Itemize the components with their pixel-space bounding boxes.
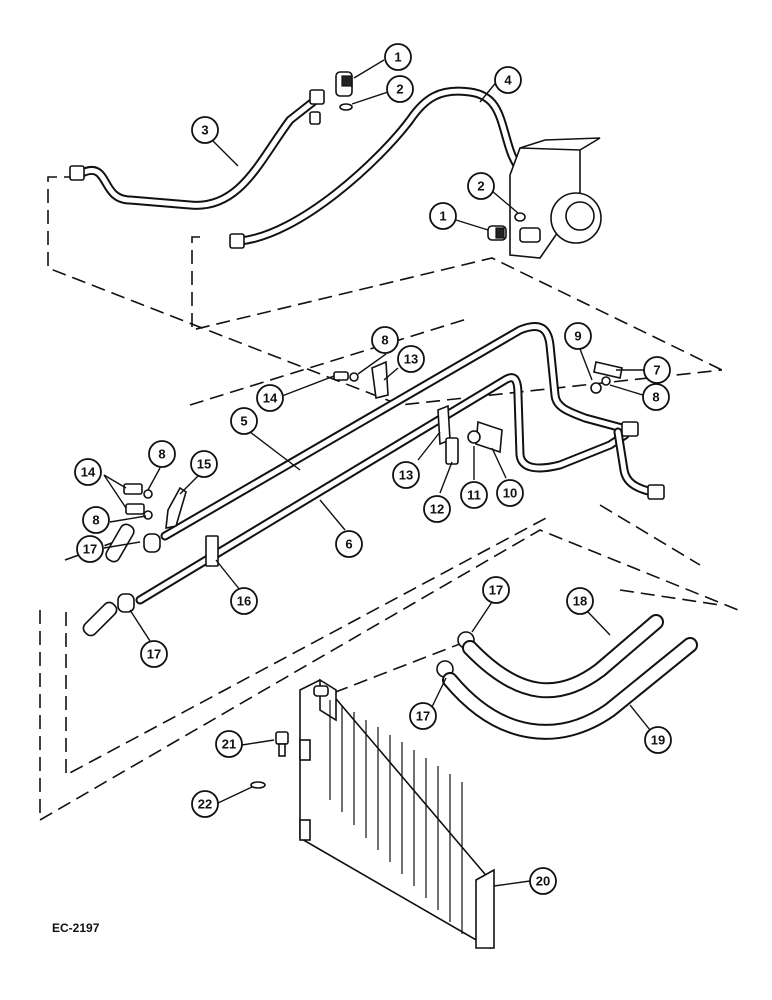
svg-text:6: 6 [345,537,352,552]
callout-22: 22 [191,790,219,818]
callout-4: 4 [494,66,522,94]
callout-13-lower: 13 [392,461,420,489]
callout-1-motor: 1 [429,202,457,230]
leader-lines [103,59,651,887]
svg-text:13: 13 [399,468,413,483]
pipe-3 [69,89,325,210]
pipe-right-elbow [613,421,665,500]
svg-text:17: 17 [489,583,503,598]
svg-text:9: 9 [574,329,581,344]
svg-text:7: 7 [653,363,660,378]
callout-8-left-lower: 8 [82,506,110,534]
callout-17-left-upper: 17 [76,535,104,563]
hydraulic-motor [509,137,602,259]
svg-text:8: 8 [381,333,388,348]
hose-18 [462,614,664,699]
svg-text:13: 13 [404,352,418,367]
svg-text:17: 17 [416,709,430,724]
svg-text:21: 21 [222,737,236,752]
callout-18: 18 [566,587,594,615]
pipe-6 [135,373,630,605]
svg-text:4: 4 [504,73,512,88]
svg-text:1: 1 [439,209,446,224]
middle-hardware [123,360,623,567]
svg-text:10: 10 [503,486,517,501]
callout-20: 20 [529,867,557,895]
upper-fittings [335,71,526,241]
svg-text:15: 15 [197,457,211,472]
callout-17-left-lower: 17 [140,640,168,668]
callout-15: 15 [190,450,218,478]
callout-5: 5 [230,407,258,435]
svg-text:12: 12 [430,502,444,517]
svg-text:8: 8 [652,390,659,405]
figure-code: EC-2197 [52,921,100,935]
svg-text:11: 11 [467,488,481,503]
callout-7: 7 [643,356,671,384]
svg-text:2: 2 [396,82,403,97]
svg-text:19: 19 [651,733,665,748]
svg-text:16: 16 [237,594,251,609]
svg-text:1: 1 [394,50,401,65]
svg-text:2: 2 [477,179,484,194]
svg-text:17: 17 [83,542,97,557]
assembly-guide-lines [39,176,739,822]
callout-12: 12 [423,495,451,523]
pipe-5 [160,322,627,541]
callout-6: 6 [335,530,363,558]
svg-text:8: 8 [158,447,165,462]
callout-3: 3 [191,116,219,144]
callout-16: 16 [230,587,258,615]
callout-8-right: 8 [642,383,670,411]
oil-cooler [299,678,495,950]
hose-19 [442,637,698,740]
pipe-4 [229,86,553,249]
svg-text:14: 14 [263,391,278,406]
callout-13-mid: 13 [397,345,425,373]
svg-text:18: 18 [573,594,587,609]
callout-14-mid: 14 [256,384,284,412]
callout-2-motor: 2 [467,172,495,200]
svg-text:22: 22 [198,797,212,812]
svg-text:20: 20 [536,874,550,889]
callout-1-upper: 1 [384,43,412,71]
callout-19: 19 [644,726,672,754]
callout-8-mid: 8 [371,326,399,354]
svg-text:5: 5 [240,414,247,429]
callout-8-left-upper: 8 [148,440,176,468]
callout-2-upper: 2 [386,75,414,103]
svg-text:17: 17 [147,647,161,662]
svg-text:8: 8 [92,513,99,528]
callout-17-hose-lower: 17 [409,702,437,730]
callout-10: 10 [496,479,524,507]
callout-21: 21 [215,730,243,758]
callout-11: 11 [460,481,488,509]
svg-text:3: 3 [201,123,208,138]
callout-14-left: 14 [74,458,102,486]
callouts: 1 2 3 4 2 1 9 7 8 8 13 14 5 13 10 11 12 … [74,43,672,895]
svg-text:14: 14 [81,465,96,480]
callout-9: 9 [564,322,592,350]
callout-17-hose-upper: 17 [482,576,510,604]
cooler-bolt-and-clip [250,731,289,789]
